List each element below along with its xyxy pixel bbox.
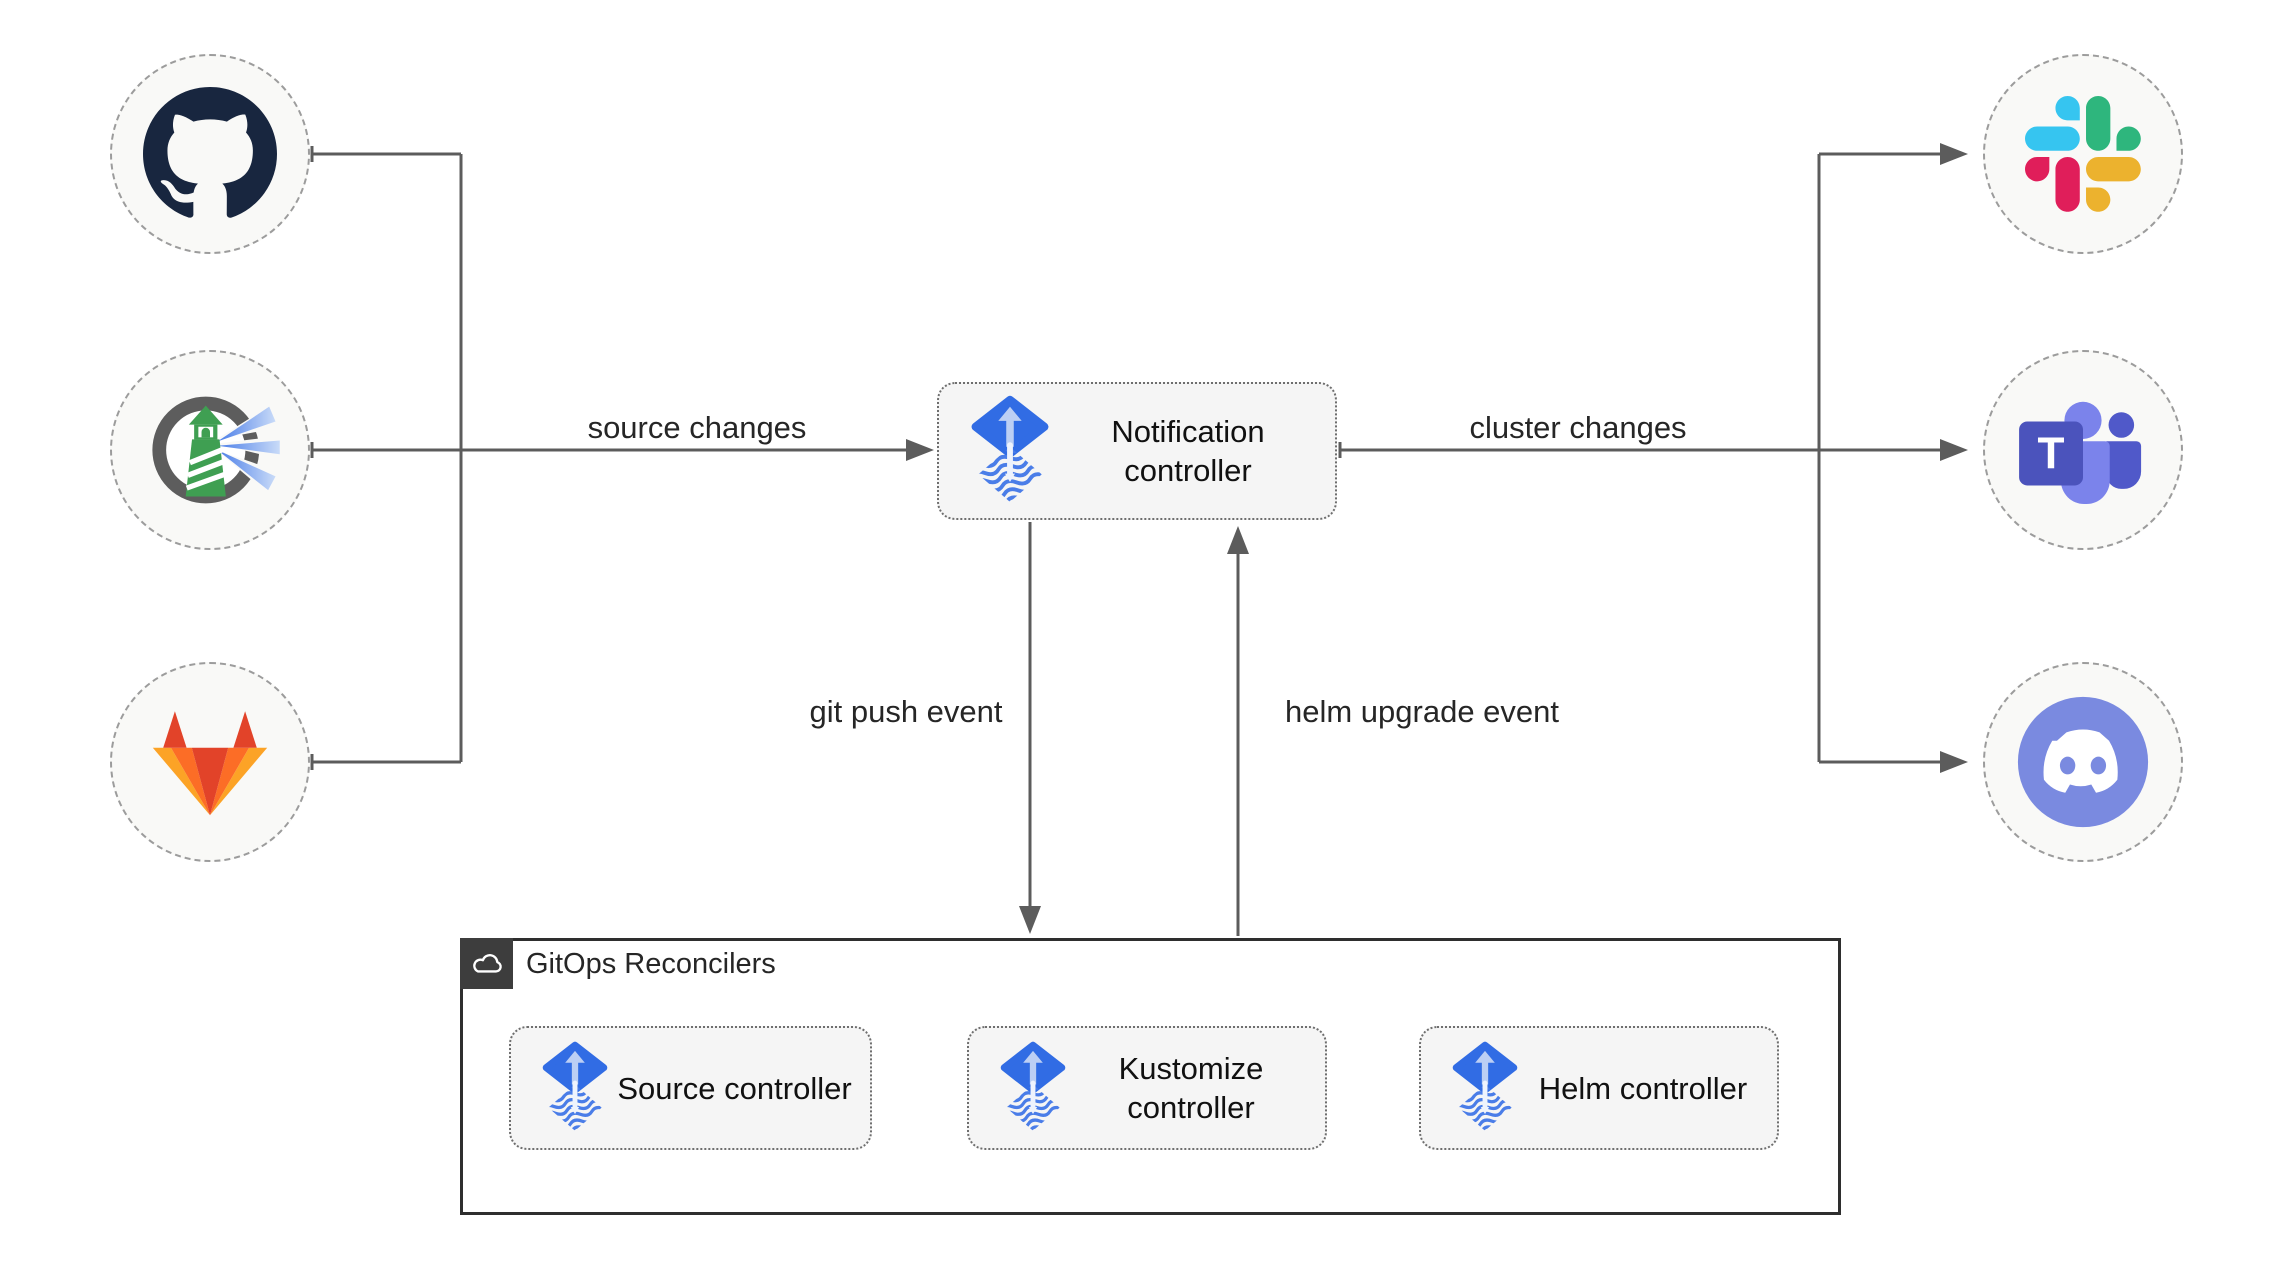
discord-icon: [2012, 691, 2154, 833]
gitlab-icon: [145, 702, 275, 822]
harbor-lighthouse-icon: [136, 376, 284, 524]
edge-label-source-changes: source changes: [587, 410, 807, 445]
teams-letter: T: [2038, 429, 2065, 478]
helm-controller-label: Helm controller: [1538, 1070, 1748, 1106]
notification-controller-label: Notification controller: [1111, 414, 1265, 488]
edge-label-helm-upgrade-event: helm upgrade event: [1284, 694, 1560, 729]
source-controller-box[interactable]: Source controller: [509, 1026, 872, 1150]
node-gitlab[interactable]: [110, 662, 310, 862]
teams-icon: T: [2013, 389, 2153, 511]
kustomize-controller-label: Kustomize controller: [1118, 1051, 1264, 1125]
source-controller-label: Source controller: [617, 1070, 852, 1106]
flux-icon: [967, 395, 1053, 507]
kustomize-controller-box[interactable]: Kustomize controller: [967, 1026, 1327, 1150]
node-slack[interactable]: [1983, 54, 2183, 254]
flux-icon: [1449, 1041, 1521, 1135]
node-harbor[interactable]: [110, 350, 310, 550]
helm-controller-box[interactable]: Helm controller: [1419, 1026, 1779, 1150]
flux-icon: [539, 1041, 611, 1135]
node-teams[interactable]: T: [1983, 350, 2183, 550]
cloud-icon: [460, 938, 513, 989]
gitops-reconcilers-title: GitOps Reconcilers: [526, 948, 776, 980]
edge-label-cluster-changes: cluster changes: [1469, 410, 1687, 445]
edge-label-git-push-event: git push event: [809, 694, 1003, 729]
slack-icon: [2025, 96, 2141, 212]
node-discord[interactable]: [1983, 662, 2183, 862]
flux-icon: [997, 1041, 1069, 1135]
node-github[interactable]: [110, 54, 310, 254]
notification-controller-box[interactable]: Notification controller: [937, 382, 1337, 520]
github-icon: [143, 87, 277, 221]
